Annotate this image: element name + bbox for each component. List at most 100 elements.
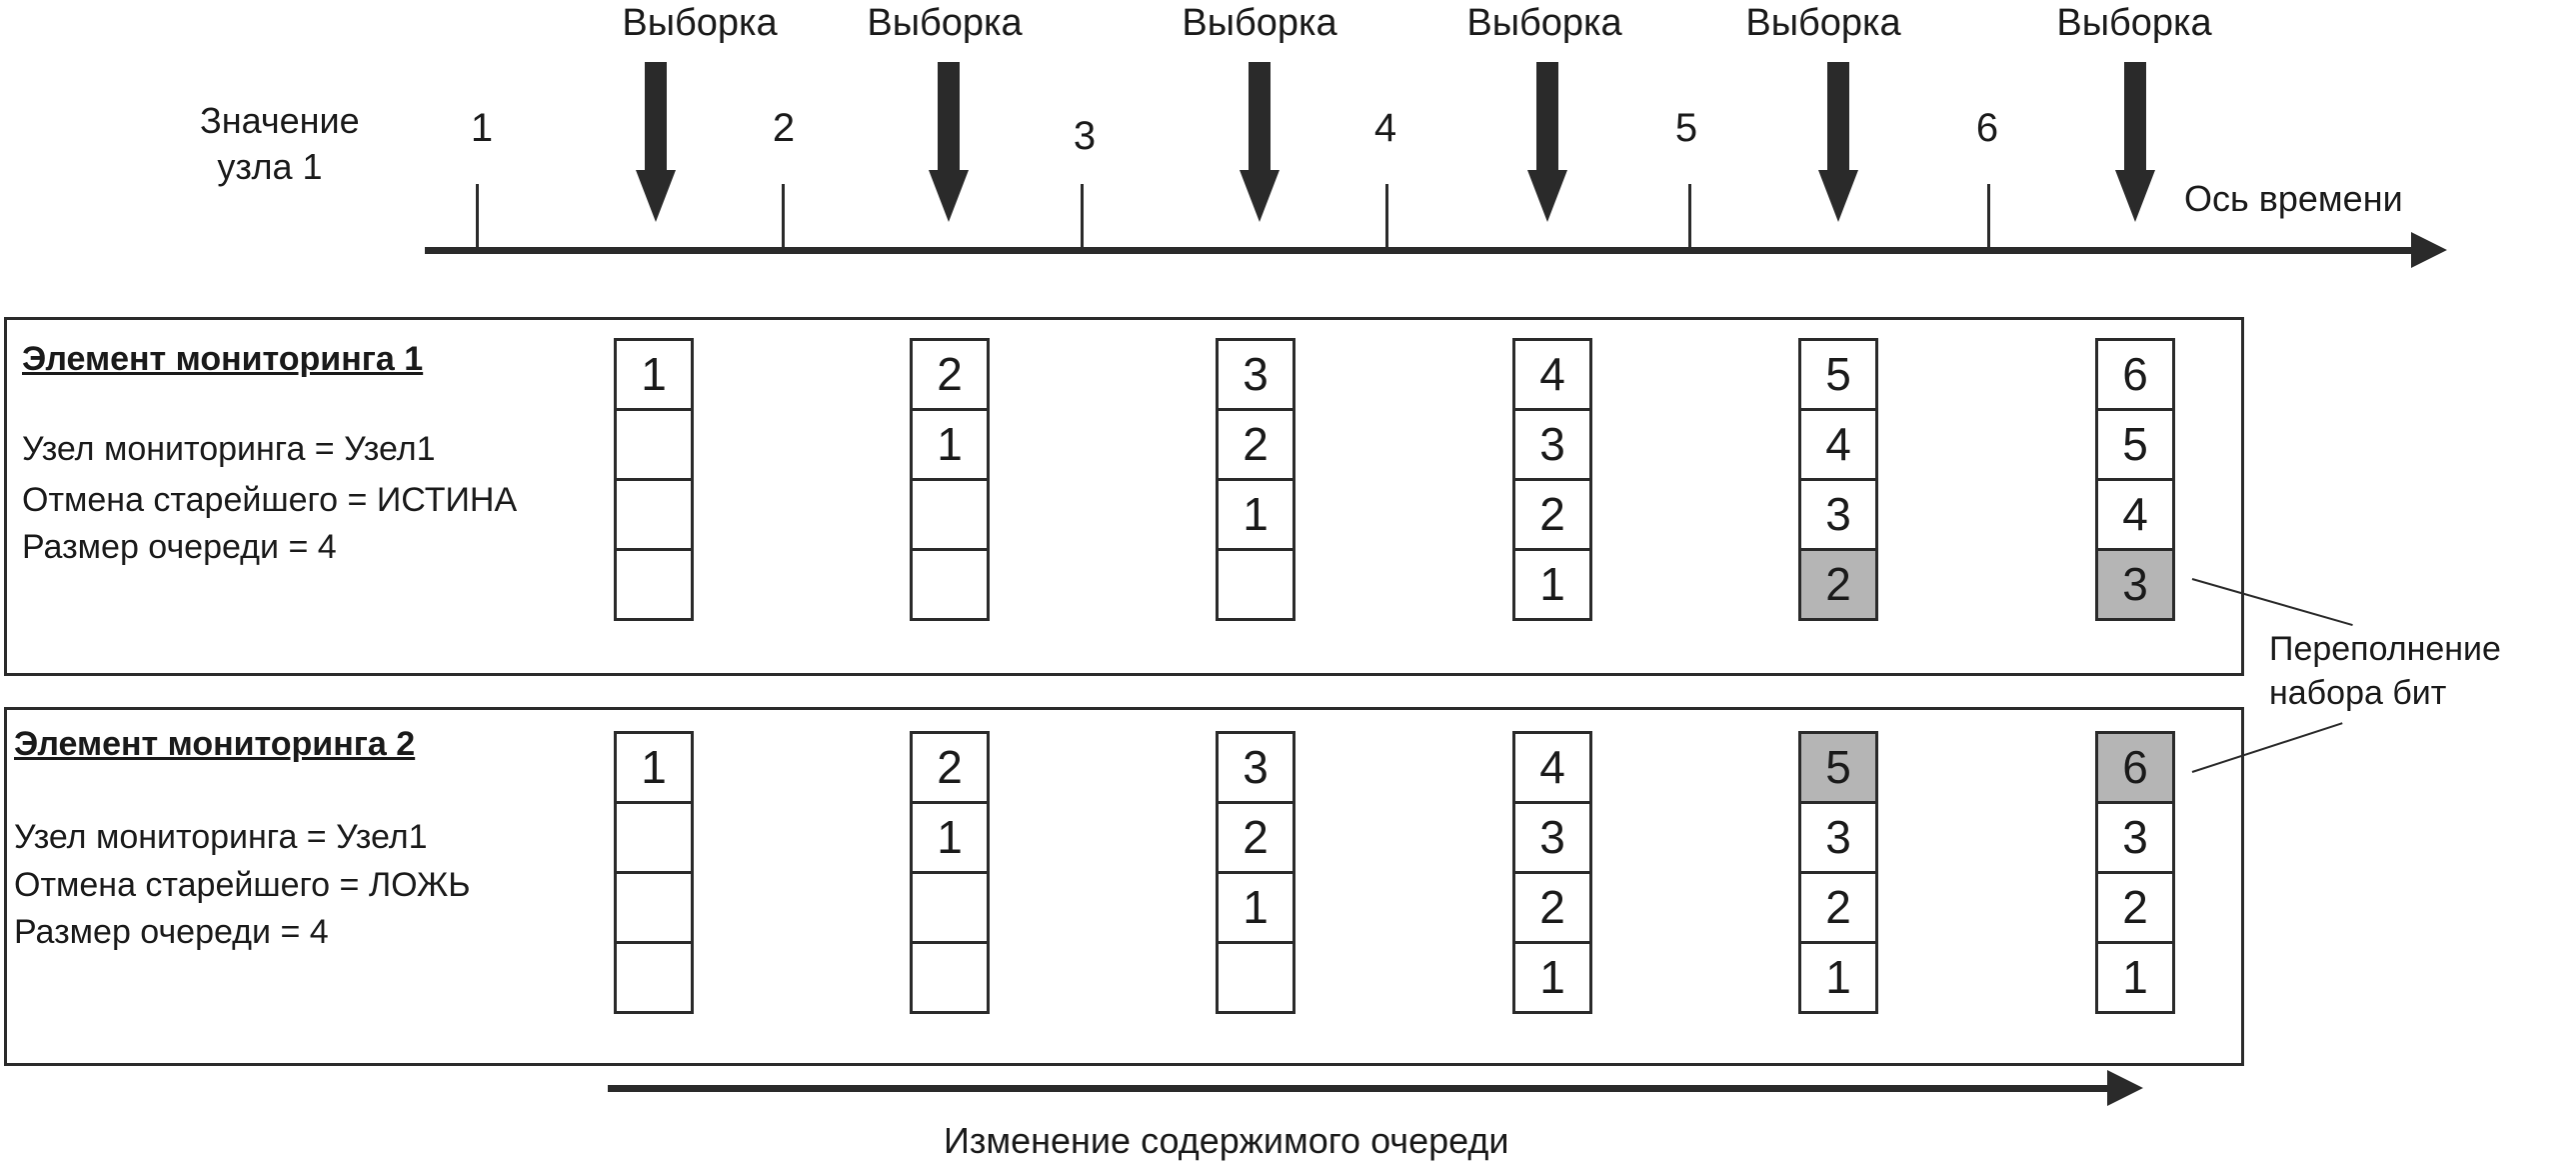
sample-arrow-5 [1818,62,1858,222]
panel-2-param-discard: Отмена старейшего = ЛОЖЬ [14,866,471,904]
queue-cell: 1 [1798,941,1878,1014]
sample-label-5: Выборка [1745,2,1901,44]
queue-cell: 2 [910,731,990,804]
panel-1-param-node: Узел мониторинга = Узел1 [22,430,436,468]
tick-mark-3 [1081,184,1084,248]
queue-cell: 5 [1798,338,1878,411]
panel-1-param-queue-size: Размер очереди = 4 [22,528,337,566]
queue-cell: 1 [910,801,990,874]
tick-label-2: 2 [772,106,796,150]
panel-2-title: Элемент мониторинга 2 [14,725,416,763]
sample-arrow-3 [1240,62,1280,222]
queue-cell: 1 [614,338,694,411]
queue-cell: 3 [1512,408,1592,481]
queue-cell: 5 [2095,408,2175,481]
queue-cell: 1 [614,731,694,804]
queue-cell: 6 [2095,338,2175,411]
queue: 1 [614,731,694,1014]
queue-cell: 3 [1798,801,1878,874]
queue-cell: 4 [1512,338,1592,411]
queue-cell: 1 [1512,941,1592,1014]
queue-cell [910,548,990,621]
queue-cell: 1 [1512,548,1592,621]
tick-label-6: 6 [1975,106,1999,150]
queue-cell: 3 [1798,478,1878,551]
tick-mark-1 [476,184,479,248]
tick-mark-6 [1987,184,1990,248]
tick-label-4: 4 [1373,106,1397,150]
queue-change-caption: Изменение содержимого очереди [944,1120,1509,1161]
queue-cell: 2 [1216,801,1295,874]
sample-arrow-1 [636,62,676,222]
panel-1-param-discard: Отмена старейшего = ИСТИНА [22,481,518,519]
queue-cell: 1 [2095,941,2175,1014]
queue-cell: 2 [1512,871,1592,944]
queue-cell: 3 [2095,801,2175,874]
queue-change-arrowhead [2107,1070,2143,1106]
time-axis-arrowhead [2411,232,2447,268]
queue-cell [614,478,694,551]
overflow-note-line2: набора бит [2269,674,2447,712]
tick-label-5: 5 [1674,106,1698,150]
queue-cell [614,871,694,944]
queue-cell: 1 [910,408,990,481]
queue-cell [1216,941,1295,1014]
tick-label-3: 3 [1073,114,1097,158]
sample-arrow-2 [929,62,969,222]
queue-cell: 3 [1512,801,1592,874]
tick-label-1: 1 [470,106,494,150]
panel-1-title: Элемент мониторинга 1 [22,340,424,378]
value-label: Значение узла 1 [200,98,360,190]
panel-2-param-node: Узел мониторинга = Узел1 [14,818,428,856]
queue-cell [614,548,694,621]
sample-label-4: Выборка [1466,2,1622,44]
queue-cell: 1 [1216,478,1295,551]
queue-cell: 3 [1216,731,1295,804]
queue-cell [614,801,694,874]
sample-label-2: Выборка [867,2,1023,44]
queue-cell: 2 [2095,871,2175,944]
queue-cell-overflow: 2 [1798,548,1878,621]
overflow-note: Переполнение набора бит [2269,627,2501,715]
sample-arrow-6 [2115,62,2155,222]
queue-cell: 2 [1798,871,1878,944]
sample-label-3: Выборка [1182,2,1337,44]
overflow-note-line1: Переполнение [2269,630,2501,668]
queue-cell: 2 [1216,408,1295,481]
tick-mark-2 [782,184,785,248]
queue-cell [1216,548,1295,621]
queue-cell-overflow: 3 [2095,548,2175,621]
tick-mark-4 [1385,184,1388,248]
queue-cell: 2 [910,338,990,411]
queue-cell [910,871,990,944]
value-label-line2: узла 1 [217,146,323,187]
queue-cell [910,941,990,1014]
sample-arrow-4 [1527,62,1567,222]
queue-cell-overflow: 5 [1798,731,1878,804]
sample-label-6: Выборка [2056,2,2212,44]
tick-mark-5 [1688,184,1691,248]
queue-cell: 4 [1798,408,1878,481]
queue-cell [910,478,990,551]
queue-change-arrow [608,1085,2127,1092]
queue-cell: 4 [1512,731,1592,804]
panel-2-param-queue-size: Размер очереди = 4 [14,913,329,951]
queue-cell: 1 [1216,871,1295,944]
queue-cell [614,408,694,481]
queue-cell: 2 [1512,478,1592,551]
queue-cell: 3 [1216,338,1295,411]
value-label-line1: Значение [200,100,360,141]
queue-cell-overflow: 6 [2095,731,2175,804]
time-axis-label: Ось времени [2184,178,2403,219]
time-axis [425,247,2434,254]
